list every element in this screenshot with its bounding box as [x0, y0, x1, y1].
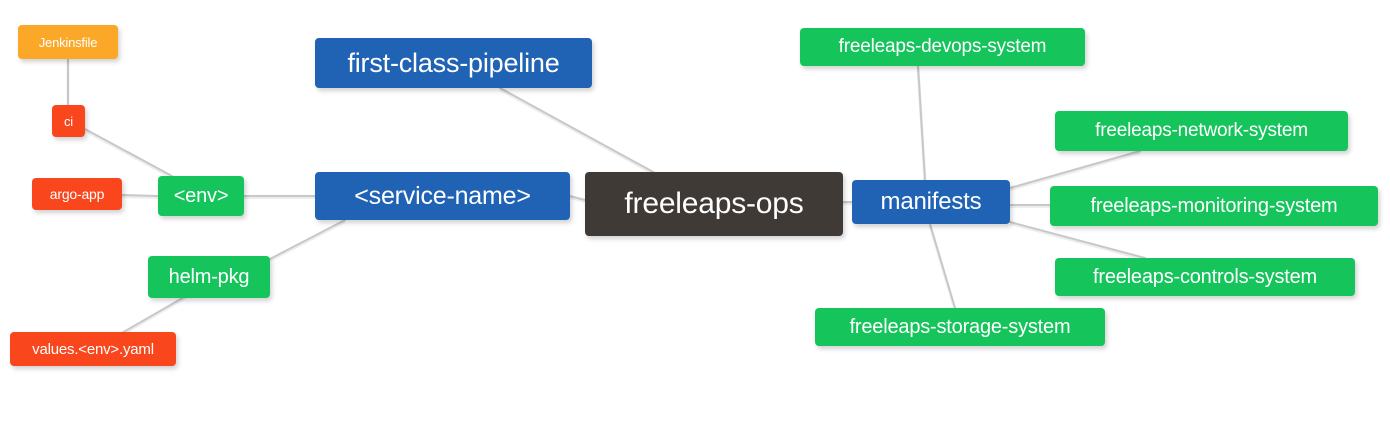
node-storage-system[interactable]: freeleaps-storage-system	[815, 308, 1105, 346]
edge-manifests-to-monitoring-system	[1009, 204, 1051, 208]
edge-freeleaps-ops-to-manifests	[842, 201, 853, 205]
edge-manifests-to-devops-system	[916, 65, 927, 182]
node-manifests[interactable]: manifests	[852, 180, 1010, 224]
node-first-class-pipeline[interactable]: first-class-pipeline	[315, 38, 592, 88]
edge-first-class-pipeline-to-freeleaps-ops	[499, 87, 656, 176]
edge-env-to-service-name	[243, 195, 316, 199]
node-service-name[interactable]: <service-name>	[315, 172, 570, 220]
edge-manifests-to-controls-system	[1009, 221, 1146, 261]
node-argo-app[interactable]: argo-app	[32, 178, 122, 210]
edge-helm-pkg-to-values-yaml	[119, 295, 187, 337]
edge-service-name-to-freeleaps-ops	[569, 195, 586, 203]
node-controls-system[interactable]: freeleaps-controls-system	[1055, 258, 1355, 296]
node-devops-system[interactable]: freeleaps-devops-system	[800, 28, 1085, 66]
node-jenkinsfile[interactable]: Jenkinsfile	[18, 25, 118, 59]
node-ci[interactable]: ci	[52, 105, 85, 137]
edge-service-name-to-helm-pkg	[267, 219, 346, 263]
node-helm-pkg[interactable]: helm-pkg	[148, 256, 270, 298]
edge-ci-to-env	[84, 128, 173, 179]
node-freeleaps-ops[interactable]: freeleaps-ops	[585, 172, 843, 236]
edge-manifests-to-network-system	[1009, 150, 1141, 191]
edge-manifests-to-storage-system	[928, 223, 957, 310]
node-env[interactable]: <env>	[158, 176, 244, 216]
node-network-system[interactable]: freeleaps-network-system	[1055, 111, 1348, 151]
edge-argo-app-to-env	[121, 194, 159, 199]
node-values-yaml[interactable]: values.<env>.yaml	[10, 332, 176, 366]
node-monitoring-system[interactable]: freeleaps-monitoring-system	[1050, 186, 1378, 226]
